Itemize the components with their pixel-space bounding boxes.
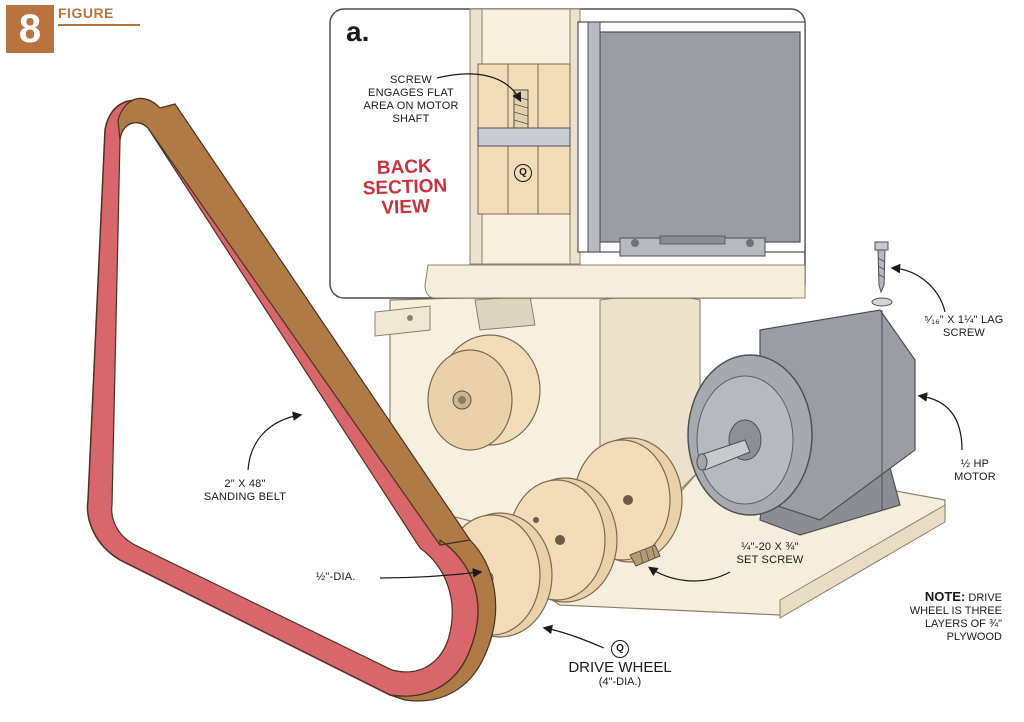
detail-letter: a. <box>346 16 370 47</box>
hole-diameter-label: ½"-DIA. <box>316 571 356 583</box>
leader-lines <box>247 73 963 649</box>
plywood-note: NOTE: DRIVE WHEEL IS THREE LAYERS OF ¾" … <box>909 589 1002 643</box>
motor-label: ½ HP MOTOR <box>954 458 996 483</box>
drive-wheel-label: DRIVE WHEEL (4"-DIA.) <box>568 659 672 688</box>
lag-screw-label: ⁵⁄₁₆" x 1¼" LAG SCREW <box>924 314 1004 339</box>
sanding-belt-label: 2" x 48" SANDING BELT <box>203 478 287 503</box>
figure-label: FIGURE <box>58 5 114 21</box>
part-marker-q-detail: Q <box>514 164 532 182</box>
part-marker-q-drive-wheel: Q <box>611 640 629 658</box>
sanding-belt <box>86 97 497 702</box>
figure-number: 8 <box>6 5 54 53</box>
detail-section-view <box>329 8 806 299</box>
set-screw-label: ¼"-20 x ¾" SET SCREW <box>736 541 804 566</box>
screw-note: SCREW ENGAGES FLAT AREA ON MOTOR SHAFT <box>363 74 459 125</box>
motor-body <box>687 309 916 536</box>
lag-screw <box>871 241 893 510</box>
section-view-title: BACK SECTION VIEW <box>362 156 448 219</box>
idler-wheel <box>427 334 541 451</box>
figure-rule <box>58 24 140 26</box>
